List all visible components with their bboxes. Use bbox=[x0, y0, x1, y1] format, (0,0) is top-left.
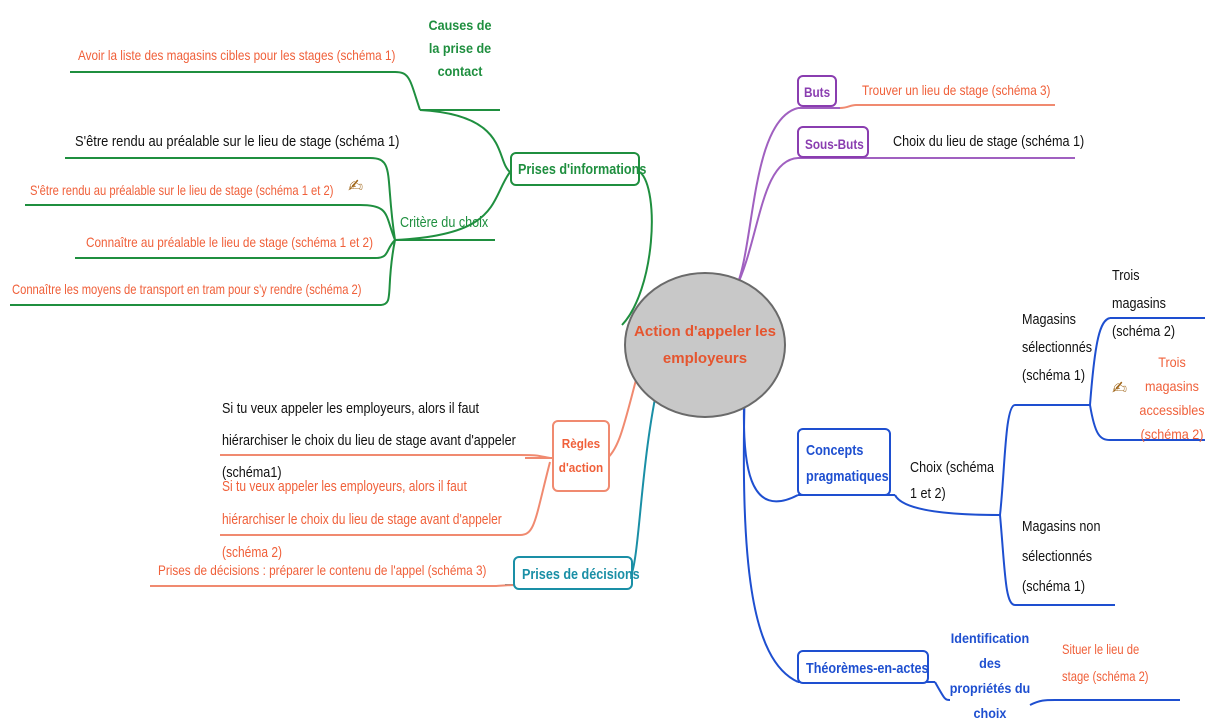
trois-magasins-item[interactable]: Trois magasins (schéma 2) bbox=[1112, 267, 1176, 340]
causes-item-1[interactable]: Avoir la liste des magasins cibles pour … bbox=[78, 47, 396, 63]
regle-item-1[interactable]: Si tu veux appeler les employeurs, alors… bbox=[222, 400, 516, 481]
magasins-non-selectionnes-node[interactable]: Magasins non sélectionnés (schéma 1) bbox=[1022, 518, 1101, 595]
center-node-shape bbox=[624, 272, 786, 418]
critere-item-2[interactable]: S'être rendu au préalable sur le lieu de… bbox=[30, 182, 334, 198]
theoremes-label: Théorèmes-en-actes bbox=[806, 660, 929, 677]
buts-label: Buts bbox=[804, 84, 831, 100]
center-node-label[interactable]: Action d'appeler les employeurs bbox=[634, 323, 776, 367]
prises-decisions-node[interactable]: Prises de décisions bbox=[513, 556, 640, 590]
regles-action-label: Règles d'action bbox=[558, 436, 604, 475]
buts-item-line bbox=[839, 104, 1055, 109]
buts-item-1[interactable]: Trouver un lieu de stage (schéma 3) bbox=[862, 82, 1051, 98]
prises-decisions-label: Prises de décisions bbox=[522, 566, 640, 583]
concepts-pragmatiques-node[interactable]: Concepts pragmatiques bbox=[797, 428, 891, 496]
trois-magasins-accessibles-item[interactable]: Trois magasins accessibles (schéma 2) bbox=[1139, 354, 1205, 442]
regles-action-node[interactable]: Règles d'action bbox=[552, 420, 610, 492]
choix-node[interactable]: Choix (schéma 1 et 2) bbox=[910, 459, 995, 502]
buts-node[interactable]: Buts bbox=[797, 75, 837, 107]
theoremes-node[interactable]: Théorèmes-en-actes bbox=[797, 650, 929, 684]
hand-pointer-icon-2: ✍ bbox=[1112, 378, 1128, 399]
concepts-pragmatiques-label: Concepts pragmatiques bbox=[806, 442, 889, 485]
critere-item-3[interactable]: Connaître au préalable le lieu de stage … bbox=[86, 234, 373, 250]
prises-informations-label: Prises d'informations bbox=[518, 161, 647, 178]
prises-informations-node[interactable]: Prises d'informations bbox=[510, 152, 646, 186]
critere-item-1[interactable]: S'être rendu au préalable sur le lieu de… bbox=[75, 133, 400, 150]
causes-node[interactable]: Causes de la prise de contact bbox=[428, 17, 492, 79]
decision-item-1[interactable]: Prises de décisions : préparer le conten… bbox=[158, 562, 487, 578]
decision-item-line bbox=[150, 584, 516, 587]
green-branch-lines bbox=[10, 71, 653, 326]
purple-branch-lines bbox=[734, 107, 870, 291]
regle-item-2[interactable]: Si tu veux appeler les employeurs, alors… bbox=[222, 478, 502, 561]
magasins-selectionnes-node[interactable]: Magasins sélectionnés (schéma 1) bbox=[1022, 311, 1093, 384]
sous-buts-node[interactable]: Sous-Buts bbox=[797, 126, 869, 158]
sous-buts-item-1[interactable]: Choix du lieu de stage (schéma 1) bbox=[893, 133, 1085, 150]
critere-item-4[interactable]: Connaître les moyens de transport en tra… bbox=[12, 281, 362, 297]
identification-node[interactable]: Identification des propriétés du choix bbox=[949, 630, 1031, 721]
hand-pointer-icon: ✍ bbox=[348, 176, 364, 197]
sous-buts-label: Sous-Buts bbox=[805, 136, 864, 152]
critere-node[interactable]: Critère du choix bbox=[400, 214, 489, 231]
identification-item-1[interactable]: Situer le lieu de stage (schéma 2) bbox=[1062, 641, 1149, 684]
